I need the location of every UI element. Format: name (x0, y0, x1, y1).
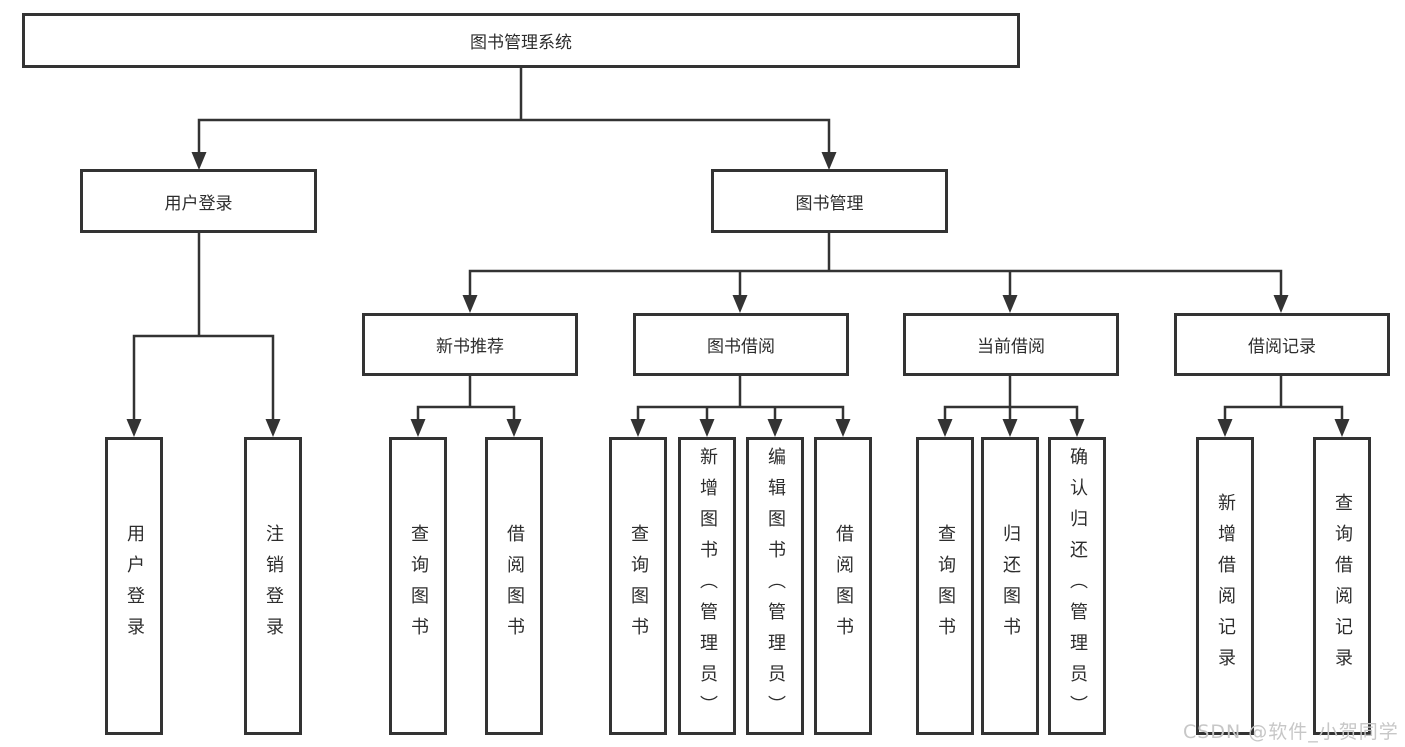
leaf-cb-query-book-label: 查询图书 (935, 524, 956, 648)
leaf-logout-label: 注销登录 (263, 524, 284, 648)
node-borrow-records: 借阅记录 (1174, 313, 1390, 376)
csdn-watermark: CSDN @软件_小贺同学 (1183, 721, 1399, 743)
leaf-cb-confirm-return-admin: 确认归还（管理员） (1048, 437, 1106, 735)
leaf-br-add-record-label: 新增借阅记录 (1215, 493, 1236, 679)
arrowhead (506, 419, 522, 437)
connector-paths (132, 66, 1344, 423)
arrowhead (1002, 419, 1018, 437)
leaf-bb-edit-book-admin-label: 编辑图书（管理员） (765, 446, 786, 726)
leaf-br-query-record-label: 查询借阅记录 (1332, 493, 1353, 679)
connector-root (197, 66, 831, 156)
node-book-borrow: 图书借阅 (633, 313, 849, 376)
arrowhead (1002, 295, 1018, 313)
node-book-borrow-label: 图书借阅 (707, 337, 775, 357)
node-new-book-recommend-label: 新书推荐 (436, 337, 504, 357)
leaf-bb-borrow-book-label: 借阅图书 (833, 524, 854, 648)
leaf-user-login-label: 用户登录 (124, 524, 145, 648)
node-book-management: 图书管理 (711, 169, 948, 233)
node-current-borrow: 当前借阅 (903, 313, 1119, 376)
arrowhead (732, 295, 748, 313)
leaf-bb-add-book-admin: 新增图书（管理员） (678, 437, 736, 735)
arrowhead (1334, 419, 1350, 437)
arrowhead (835, 419, 851, 437)
connector-new-book-recommend (416, 374, 516, 423)
node-borrow-records-label: 借阅记录 (1248, 337, 1316, 357)
arrowhead (265, 419, 281, 437)
leaf-br-query-record: 查询借阅记录 (1313, 437, 1371, 735)
arrowhead (1217, 419, 1233, 437)
leaf-nb-query-book: 查询图书 (389, 437, 447, 735)
arrowheads (126, 152, 1350, 437)
arrowhead (410, 419, 426, 437)
arrowhead (630, 419, 646, 437)
leaf-cb-query-book: 查询图书 (916, 437, 974, 735)
leaf-br-add-record: 新增借阅记录 (1196, 437, 1254, 735)
leaf-logout: 注销登录 (244, 437, 302, 735)
arrowhead (191, 152, 207, 170)
arrowhead (462, 295, 478, 313)
node-user-login-label: 用户登录 (164, 193, 233, 214)
connector-user-login (132, 231, 275, 423)
leaf-bb-query-book: 查询图书 (609, 437, 667, 735)
leaf-user-login: 用户登录 (105, 437, 163, 735)
connector-book-borrow (636, 374, 845, 423)
leaf-bb-edit-book-admin: 编辑图书（管理员） (746, 437, 804, 735)
leaf-nb-borrow-book: 借阅图书 (485, 437, 543, 735)
leaf-cb-return-book-label: 归还图书 (1000, 524, 1021, 648)
connector-current-borrow (943, 374, 1079, 423)
arrowhead (699, 419, 715, 437)
arrowhead (767, 419, 783, 437)
node-new-book-recommend: 新书推荐 (362, 313, 578, 376)
arrowhead (937, 419, 953, 437)
leaf-bb-query-book-label: 查询图书 (628, 524, 649, 648)
arrowhead (821, 152, 837, 170)
leaf-bb-add-book-admin-label: 新增图书（管理员） (697, 446, 718, 726)
leaf-bb-borrow-book: 借阅图书 (814, 437, 872, 735)
leaf-cb-confirm-return-admin-label: 确认归还（管理员） (1067, 446, 1088, 726)
leaf-nb-borrow-book-label: 借阅图书 (504, 524, 525, 648)
leaf-nb-query-book-label: 查询图书 (408, 524, 429, 648)
node-user-login: 用户登录 (80, 169, 317, 233)
connector-borrow-records (1223, 374, 1344, 423)
node-current-borrow-label: 当前借阅 (977, 337, 1045, 357)
leaf-cb-return-book: 归还图书 (981, 437, 1039, 735)
arrowhead (1273, 295, 1289, 313)
arrowhead (126, 419, 142, 437)
node-root: 图书管理系统 (22, 13, 1020, 68)
connector-book-management (468, 231, 1283, 299)
arrowhead (1069, 419, 1085, 437)
node-book-management-label: 图书管理 (795, 193, 864, 214)
node-root-label: 图书管理系统 (470, 33, 572, 53)
